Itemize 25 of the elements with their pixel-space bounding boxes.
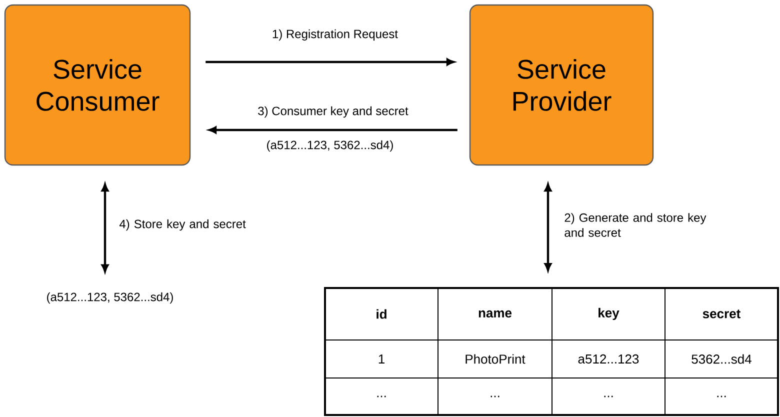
- arrow: [101, 184, 109, 272]
- cell-text: ...: [604, 396, 613, 398]
- cell-text: ...: [490, 396, 500, 398]
- cell-text: ...: [717, 396, 726, 398]
- data-table: [324, 287, 779, 416]
- header-text: name: [478, 310, 512, 318]
- edge-label: 1) Registration Request: [272, 29, 398, 41]
- header-text: key: [598, 308, 620, 320]
- edge-label: 3) Consumer key and secret: [258, 106, 408, 118]
- arrow: [208, 126, 458, 134]
- key-text: (a512...123, 5362...sd4): [47, 292, 173, 304]
- cell-text: PhotoPrint: [466, 354, 526, 364]
- edge-label: 4) Store key and secret: [120, 219, 246, 231]
- header-text: id: [376, 309, 386, 319]
- cell-text: ...: [377, 396, 386, 398]
- process-box: Service Provider: [469, 4, 654, 166]
- arrow: [206, 58, 454, 66]
- edge-label: 2) Generate and store key and secret: [564, 213, 706, 237]
- arrow: [544, 184, 552, 271]
- header-text: secret: [702, 310, 740, 318]
- process-box: Service Consumer: [4, 4, 191, 166]
- cell-text: a512...123: [578, 354, 639, 364]
- key-text: (a512...123, 5362...sd4): [267, 140, 393, 152]
- cell-text: 5362...sd4: [692, 354, 752, 364]
- cell-text: 1: [378, 354, 384, 364]
